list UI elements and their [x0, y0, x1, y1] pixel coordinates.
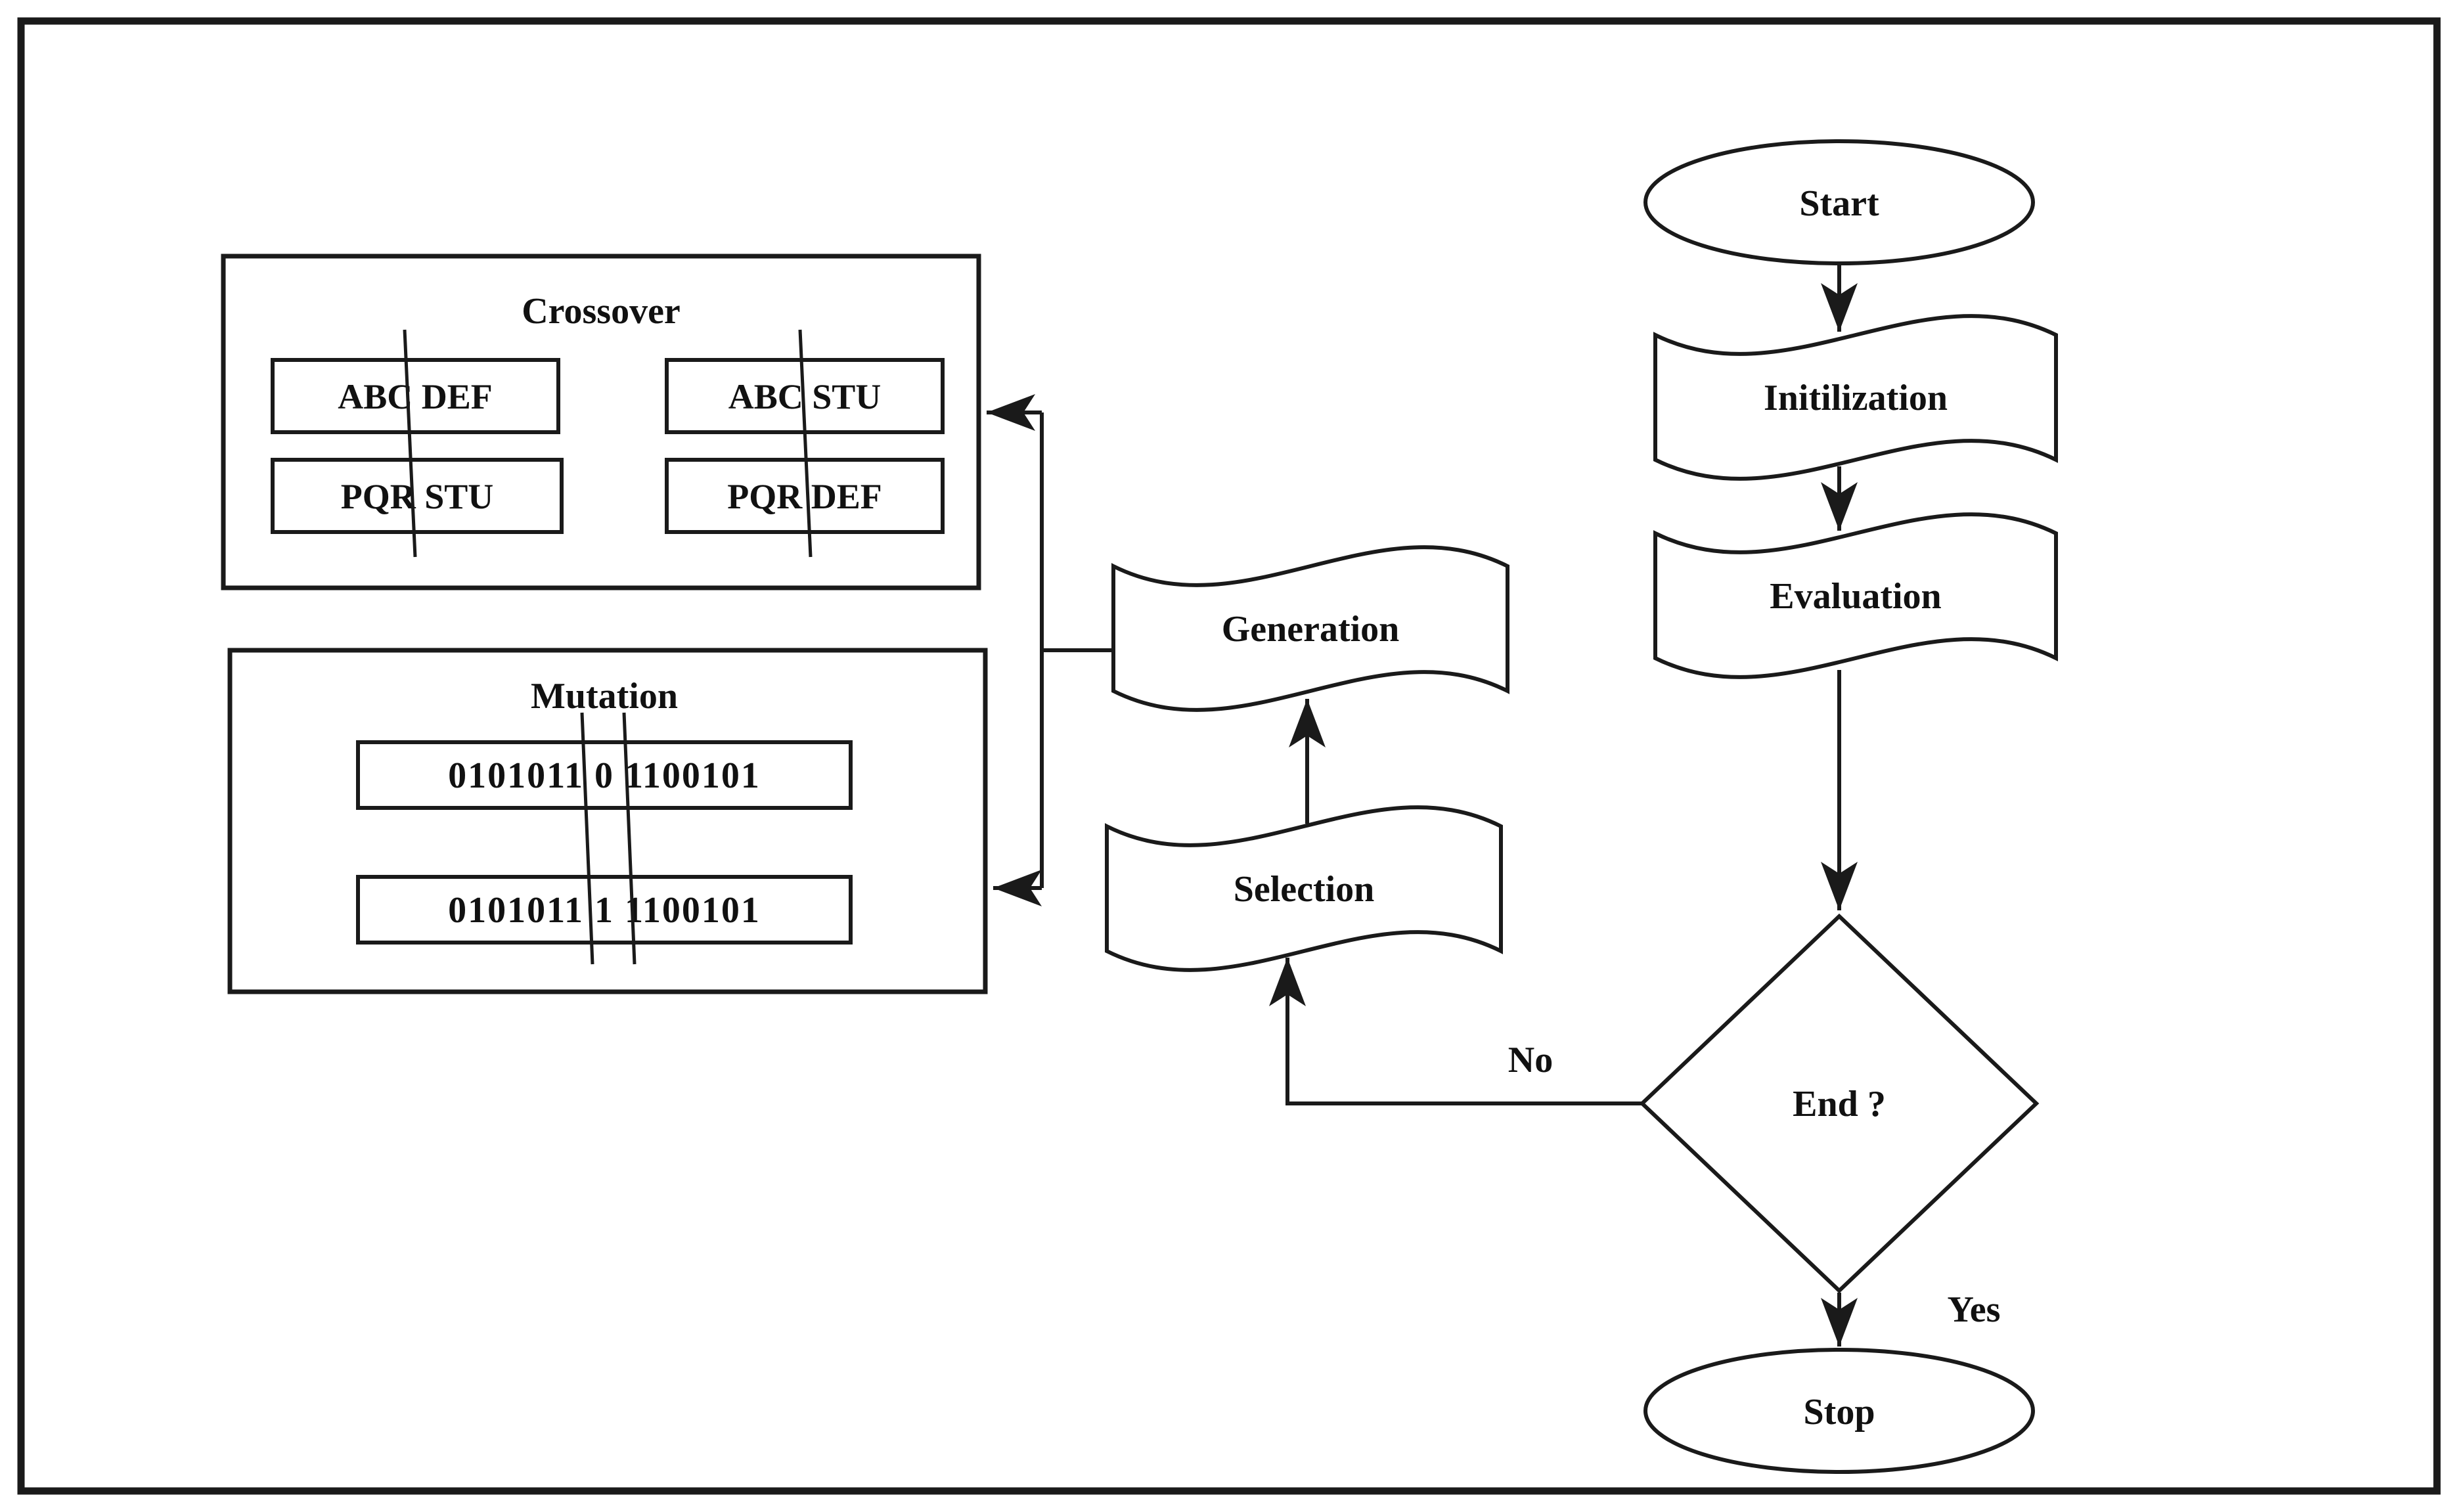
stop-node: Stop: [1643, 1348, 2035, 1474]
chromosome-text: PQR DEF: [727, 477, 882, 516]
edges: Yes No: [987, 265, 2000, 1346]
generation-node: Generation: [1111, 545, 1509, 712]
evaluation-label: Evaluation: [1770, 576, 1941, 617]
chromosome-cell-bottom-right: PQR DEF: [665, 458, 945, 534]
end-decision-node: End ?: [1639, 913, 2040, 1294]
chromosome-rect: [356, 740, 853, 810]
crossover-cut-line-right: [798, 329, 813, 558]
mutation-bit-line-left: [580, 712, 594, 965]
figure-border: [17, 17, 2441, 1495]
start-ellipse: [1643, 139, 2035, 265]
chromosome-cell-top-left: ABC DEF: [271, 358, 560, 434]
edge-label-yes: Yes: [1948, 1289, 2001, 1330]
chromosome-text: 0101011 1 1100101: [448, 890, 761, 931]
crossover-box: Crossover ABC DEF ABC STU PQR STU PQR DE…: [221, 254, 981, 590]
selection-label: Selection: [1234, 869, 1375, 910]
generation-label: Generation: [1222, 609, 1400, 650]
edge-label-no: No: [1508, 1040, 1553, 1080]
end-decision-diamond: [1639, 913, 2040, 1294]
evaluation-node: Evaluation: [1653, 512, 2058, 679]
chromosome-cell-bottom-left: PQR STU: [271, 458, 564, 534]
chromosome-rect: [271, 358, 560, 434]
stop-ellipse: [1643, 1348, 2035, 1474]
chromosome-text: 0101011 0 1100101: [448, 755, 761, 796]
mutation-bit-line-right: [622, 712, 637, 965]
mutation-title: Mutation: [531, 676, 678, 717]
selection-node: Selection: [1105, 805, 1503, 972]
generation-tape-shape: [1111, 545, 1509, 712]
initilization-node: Initilization: [1653, 314, 2058, 481]
edge-generation-branch-connector: [1040, 412, 1113, 888]
end-decision-label: End ?: [1793, 1084, 1886, 1124]
start-node: Start: [1643, 139, 2035, 265]
start-label: Start: [1799, 183, 1879, 224]
mutation-row-before: 0101011 0 1100101: [356, 740, 853, 810]
initilization-label: Initilization: [1764, 378, 1948, 418]
mutation-box: Mutation 0101011 0 1100101 0101011 1 110…: [227, 648, 988, 994]
crossover-cut-line-left: [403, 329, 417, 558]
chromosome-rect: [356, 875, 853, 945]
edge-no-path-to-selection: [1269, 958, 1642, 1105]
initilization-tape-shape: [1653, 314, 2058, 481]
mutation-row-after: 0101011 1 1100101: [356, 875, 853, 945]
selection-tape-shape: [1105, 805, 1503, 972]
chromosome-text: ABC DEF: [338, 377, 493, 416]
chromosome-text: PQR STU: [341, 477, 494, 516]
chromosome-rect: [665, 458, 945, 534]
crossover-title: Crossover: [522, 291, 681, 332]
stop-label: Stop: [1804, 1392, 1875, 1433]
chromosome-rect: [271, 458, 564, 534]
evaluation-tape-shape: [1653, 512, 2058, 679]
